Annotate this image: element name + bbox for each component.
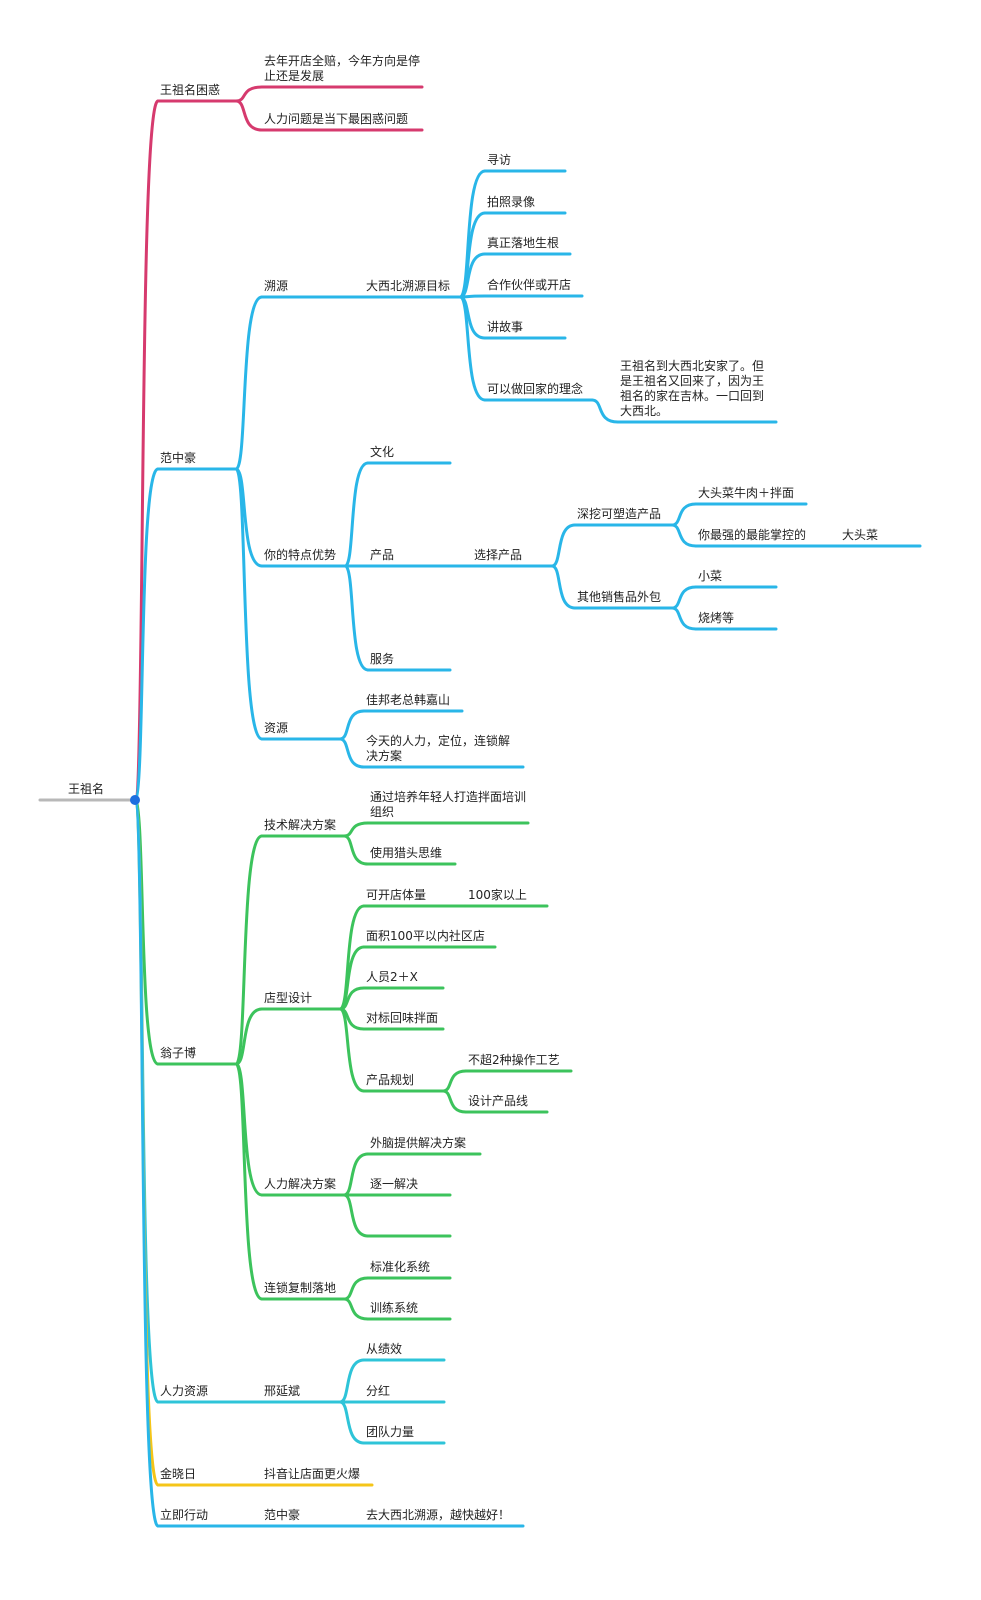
root-collapse-dot[interactable] xyxy=(130,795,140,805)
subtopic[interactable]: 今天的人力，定位，连锁解决方案 xyxy=(366,734,511,763)
subtopic[interactable]: 抖音让店面更火爆 xyxy=(264,1467,361,1481)
connector-1-0 xyxy=(234,295,264,471)
subtopic[interactable]: 团队力量 xyxy=(366,1425,415,1439)
subtopic[interactable]: 王祖名到大西北安家了。但是王祖名又回来了，因为王祖名的家在吉林。一口回到大西北。 xyxy=(620,359,765,418)
subtopic[interactable]: 去大西北溯源，越快越好！ xyxy=(366,1508,511,1522)
subtopic[interactable]: 通过培养年轻人打造拌面培训组织 xyxy=(370,790,527,819)
subtopic[interactable]: 逐一解决 xyxy=(370,1177,419,1191)
subtopic[interactable]: 你的特点优势 xyxy=(264,548,337,562)
subtopic[interactable]: 讲故事 xyxy=(487,320,524,334)
subtopic[interactable]: 产品 xyxy=(370,548,395,562)
branch-topic[interactable]: 立即行动 xyxy=(160,1508,209,1522)
subtopic[interactable]: 从绩效 xyxy=(366,1342,403,1356)
connector-1-1-0 xyxy=(343,461,370,568)
connector-1-2-1 xyxy=(338,737,366,769)
subtopic[interactable]: 其他销售品外包 xyxy=(577,590,662,604)
branch-topic[interactable]: 人力资源 xyxy=(160,1384,209,1398)
subtopic[interactable]: 不超2种操作工艺 xyxy=(468,1053,560,1067)
subtopic[interactable]: 邢延斌 xyxy=(264,1384,301,1398)
subtopic[interactable]: 合作伙伴或开店 xyxy=(487,278,572,292)
subtopic[interactable]: 产品规划 xyxy=(366,1073,415,1087)
connector-2-3-1 xyxy=(342,1297,370,1321)
subtopic[interactable]: 分红 xyxy=(366,1384,391,1398)
branch-topic[interactable]: 金晓日 xyxy=(160,1467,197,1481)
subtopic[interactable]: 技术解决方案 xyxy=(264,818,337,832)
connector-1-1-1-0-0 xyxy=(550,523,577,568)
connector-1-1-2 xyxy=(343,564,370,672)
connector-1-1-1-0-0-1 xyxy=(670,523,698,548)
subtopic[interactable]: 去年开店全赔，今年方向是停止还是发展 xyxy=(264,54,421,83)
subtopic[interactable]: 面积100平以内社区店 xyxy=(366,929,485,943)
subtopic[interactable]: 可以做回家的理念 xyxy=(487,382,584,396)
connector-1-1-1-0-1 xyxy=(550,564,577,610)
subtopic[interactable]: 拍照录像 xyxy=(487,195,536,209)
subtopic[interactable]: 人力问题是当下最困惑问题 xyxy=(264,112,409,126)
connector-3-0-2 xyxy=(338,1400,366,1445)
connector-2-3 xyxy=(234,1062,264,1301)
connector-2-1-4 xyxy=(338,1007,366,1093)
subtopic[interactable]: 人力解决方案 xyxy=(264,1177,337,1191)
connector-2-1-4-1 xyxy=(441,1089,468,1114)
connector-1-1-1-0-1-1 xyxy=(670,606,698,631)
subtopic[interactable]: 烧烤等 xyxy=(698,611,735,625)
connector-1 xyxy=(133,467,160,802)
connector-5 xyxy=(133,798,160,1528)
subtopic[interactable]: 训练系统 xyxy=(370,1301,419,1315)
subtopic[interactable]: 店型设计 xyxy=(264,991,313,1005)
subtopic[interactable]: 对标回味拌面 xyxy=(366,1011,439,1025)
subtopic[interactable]: 溯源 xyxy=(264,279,289,293)
subtopic[interactable]: 大西北溯源目标 xyxy=(366,279,451,293)
subtopic[interactable]: 范中豪 xyxy=(264,1508,301,1522)
subtopic[interactable]: 服务 xyxy=(370,652,395,666)
connector-2-1 xyxy=(234,1007,264,1066)
subtopic[interactable]: 大头菜牛肉＋拌面 xyxy=(698,486,795,500)
subtopic[interactable]: 小菜 xyxy=(698,569,723,583)
subtopic[interactable]: 使用猎头思维 xyxy=(370,846,443,860)
subtopic[interactable]: 资源 xyxy=(264,721,289,735)
subtopic[interactable]: 100家以上 xyxy=(468,888,527,902)
subtopic[interactable]: 寻访 xyxy=(487,153,512,167)
branch-topic[interactable]: 范中豪 xyxy=(160,451,197,465)
subtopic[interactable]: 选择产品 xyxy=(474,548,523,562)
subtopic[interactable]: 人员2＋X xyxy=(366,970,418,984)
connector-1-0-0-5 xyxy=(458,295,487,402)
connector-2-0 xyxy=(234,834,264,1066)
subtopic[interactable]: 标准化系统 xyxy=(370,1260,431,1274)
subtopic[interactable]: 外脑提供解决方案 xyxy=(370,1136,467,1150)
subtopic[interactable]: 真正落地生根 xyxy=(487,236,560,250)
root-topic[interactable]: 王祖名 xyxy=(68,782,105,796)
subtopic[interactable]: 佳邦老总韩嘉山 xyxy=(366,693,451,707)
subtopic[interactable]: 文化 xyxy=(370,445,395,459)
connector-0-1 xyxy=(234,99,264,132)
branch-topic[interactable]: 王祖名困惑 xyxy=(160,83,221,97)
subtopic[interactable]: 可开店体量 xyxy=(366,888,427,902)
subtopic[interactable]: 深挖可塑造产品 xyxy=(577,507,662,521)
subtopic[interactable]: 连锁复制落地 xyxy=(264,1281,337,1295)
connector-1-0-0-5-0 xyxy=(590,398,620,424)
connector-2-2-2 xyxy=(342,1193,370,1238)
subtopic[interactable]: 设计产品线 xyxy=(468,1094,529,1108)
subtopic[interactable]: 大头菜 xyxy=(842,528,879,542)
branch-topic[interactable]: 翁子博 xyxy=(160,1046,197,1060)
connector-2-0-1 xyxy=(342,834,370,866)
subtopic[interactable]: 你最强的最能掌控的 xyxy=(698,528,807,542)
connector-1-2 xyxy=(234,467,264,741)
